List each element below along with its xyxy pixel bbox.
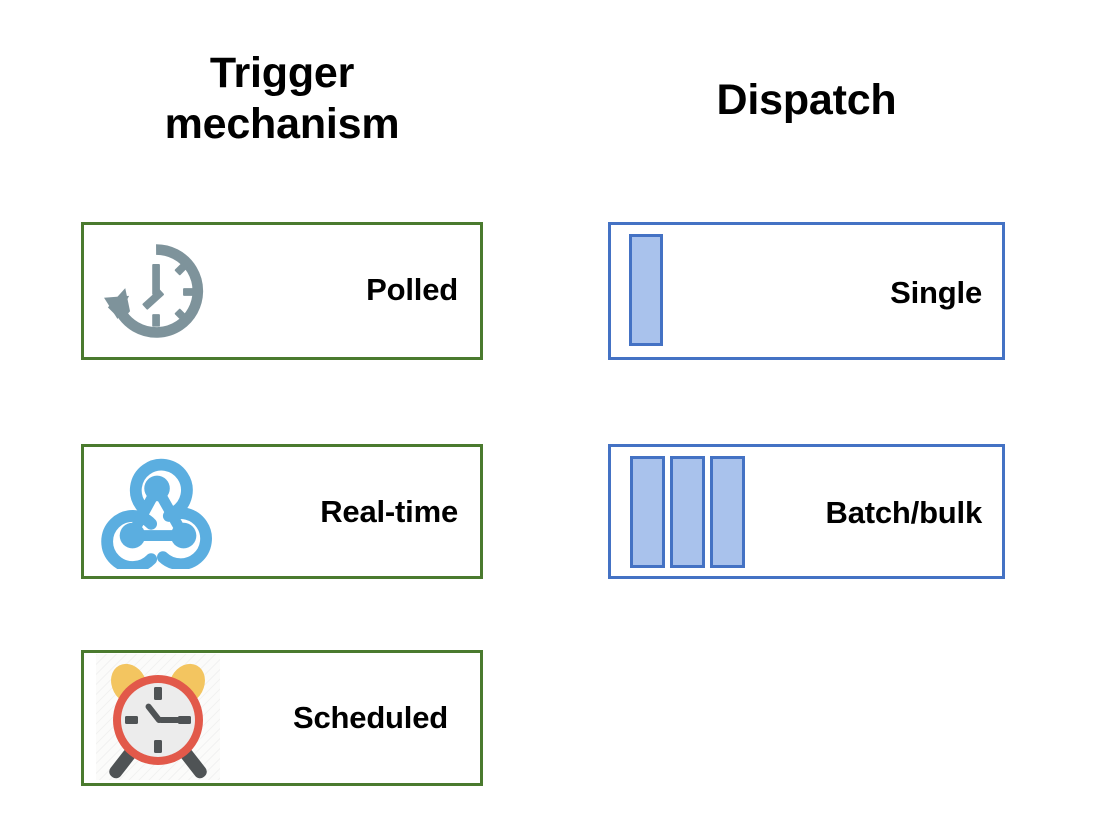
card-label-batch: Batch/bulk	[825, 495, 983, 530]
bar-glyph	[710, 456, 745, 568]
single-bar-icon	[629, 234, 663, 346]
card-label-realtime: Real-time	[320, 494, 458, 529]
bar-glyph	[630, 456, 665, 568]
clock-refresh-icon	[100, 238, 216, 344]
bar-glyph	[670, 456, 705, 568]
card-label-polled: Polled	[366, 272, 458, 307]
column-heading-dispatch: Dispatch	[716, 76, 897, 124]
alarm-clock-icon	[96, 654, 220, 780]
column-heading-trigger: Trigger mechanism	[164, 49, 400, 148]
bar-glyph	[629, 234, 663, 346]
triple-bar-icon	[629, 456, 746, 568]
webhook-icon	[100, 455, 218, 569]
card-label-single: Single	[890, 275, 982, 310]
card-single[interactable]	[608, 222, 1005, 360]
card-label-scheduled: Scheduled	[293, 700, 448, 735]
